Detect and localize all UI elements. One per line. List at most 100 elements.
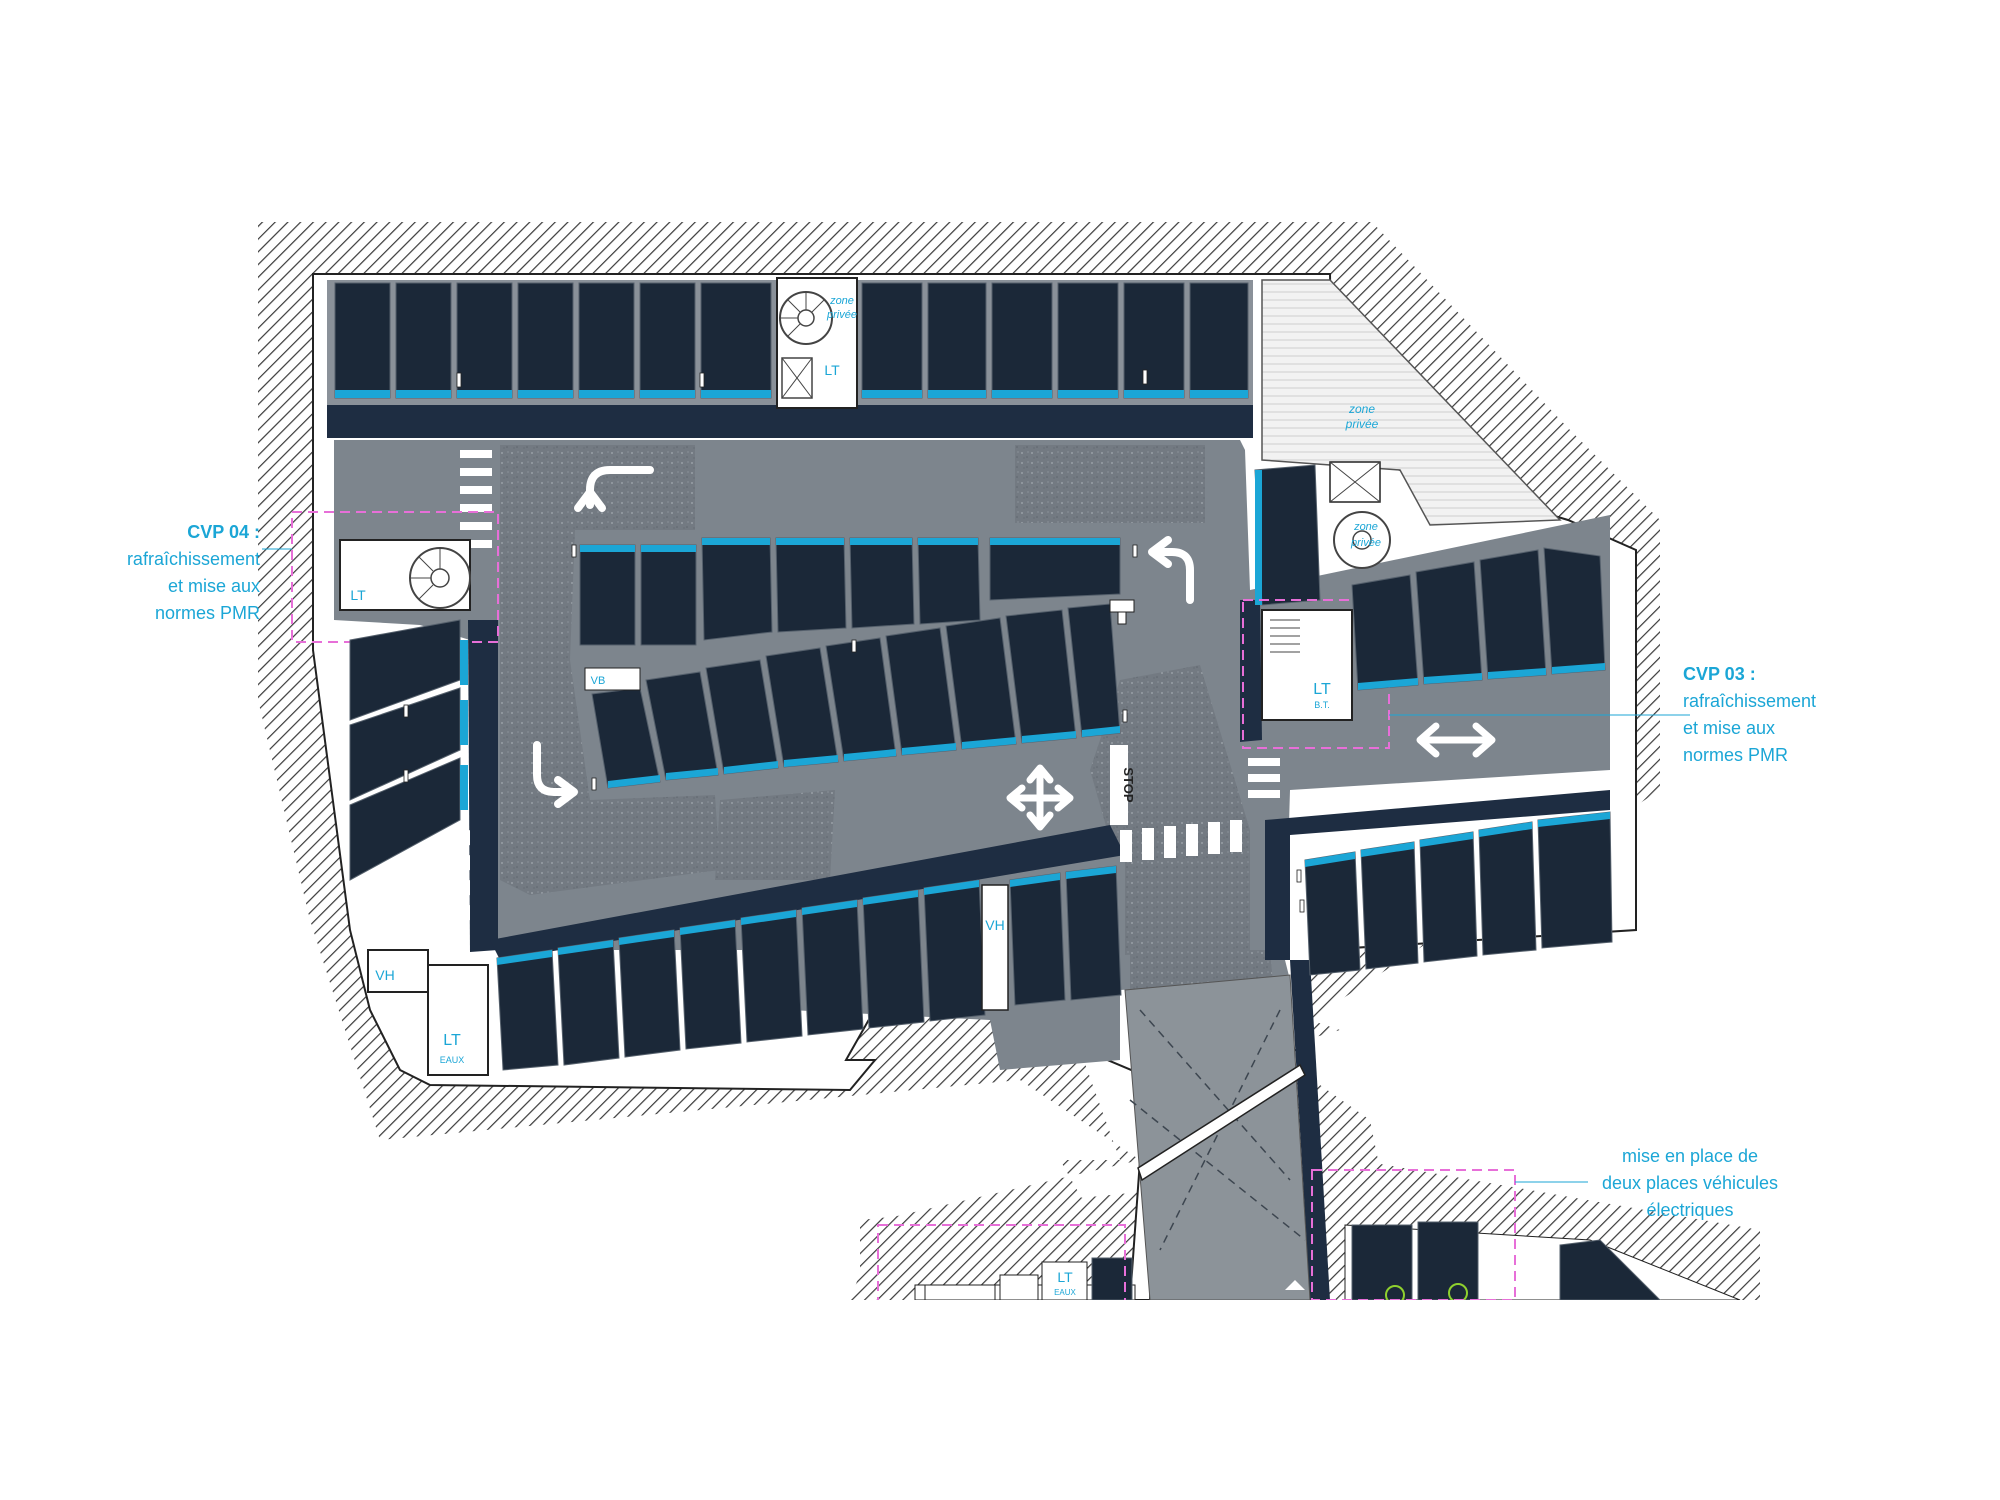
bottom-row-stalls: VH xyxy=(496,865,1122,1071)
parking-stall xyxy=(557,939,620,1066)
parking-stall xyxy=(1543,547,1606,675)
lower-left-boundary xyxy=(877,1224,1126,1316)
turn-left-arrow-icon-right xyxy=(1148,536,1194,604)
island-top-stalls xyxy=(579,537,1121,646)
top-lane xyxy=(327,405,1253,438)
lane-left xyxy=(468,620,498,952)
crosswalk-right xyxy=(1248,758,1280,798)
parking-stall xyxy=(861,282,923,399)
parking-stall xyxy=(775,537,847,633)
parking-stall xyxy=(991,282,1053,399)
ev-annotation: mise en place de deux places véhicules é… xyxy=(1580,1143,1800,1224)
parking-stall xyxy=(456,282,513,399)
cvp03-line-1: rafraîchissement xyxy=(1683,691,1817,711)
crosswalk-top-left xyxy=(460,450,492,548)
parking-stall xyxy=(917,537,981,625)
bottom-left-rooms: VH LT EAUX xyxy=(367,949,489,1076)
parking-stall xyxy=(1351,1224,1413,1301)
right-block: zone privée LT B.T. xyxy=(1254,461,1391,721)
ev-line-2: deux places véhicules xyxy=(1601,1173,1779,1193)
top-row-stalls xyxy=(334,282,1249,399)
ev-line-3: électriques xyxy=(1646,1200,1734,1220)
parking-stall xyxy=(618,929,681,1058)
cvp04-line-1: rafraîchissement xyxy=(126,549,260,569)
ev-line-1: mise en place de xyxy=(1621,1146,1759,1166)
zone-privee-right-text-1: zone xyxy=(1348,402,1375,416)
lt-label-left: LT xyxy=(350,587,366,603)
parking-stall xyxy=(679,919,742,1050)
left-angled-stalls xyxy=(349,619,468,881)
zone-privee-top-text-2: privée xyxy=(826,309,857,321)
parking-stall xyxy=(989,537,1121,601)
lane-ramp xyxy=(1290,960,1330,1300)
parking-stall xyxy=(1065,865,1122,1001)
parking-stall xyxy=(639,282,696,399)
parking-stall xyxy=(1123,282,1185,399)
cvp04-annotation: CVP 04 : rafraîchissement et mise aux no… xyxy=(108,519,260,627)
parking-stall xyxy=(1091,1257,1133,1301)
lane-bottom xyxy=(490,825,1125,960)
speckled-zone-top-right xyxy=(1015,445,1205,523)
parking-stall xyxy=(1479,549,1547,680)
bottom-right-stalls xyxy=(1304,811,1613,976)
parking-stall xyxy=(578,282,635,399)
cvp04-line-3: normes PMR xyxy=(154,603,260,623)
cvp03-title: CVP 03 : xyxy=(1683,664,1756,684)
parking-stall xyxy=(1189,282,1249,399)
parking-stall xyxy=(1360,841,1419,970)
lt-label-bottom-left: LT xyxy=(443,1032,461,1049)
parking-stall xyxy=(849,537,915,629)
no-parking-hatch xyxy=(370,830,470,955)
zone-privee-stair-text-2: privée xyxy=(1350,537,1381,549)
turn-right-arrow-icon xyxy=(533,741,578,808)
zone-privee-top-text-1: zone xyxy=(829,295,854,307)
double-arrow-icon xyxy=(1416,722,1496,758)
parking-stall xyxy=(496,949,559,1071)
parking-stall xyxy=(740,909,803,1043)
parking-stall xyxy=(1304,851,1361,976)
stop-marking xyxy=(1110,745,1128,825)
parking-stall xyxy=(640,544,697,646)
eaux-label-bottom-left: EAUX xyxy=(440,1055,465,1065)
spiral-stair-icon xyxy=(1333,511,1391,569)
parking-stall xyxy=(1417,1221,1479,1301)
right-angled-stalls xyxy=(1351,547,1606,691)
cvp03-line-3: normes PMR xyxy=(1683,745,1789,765)
four-way-arrow-icon xyxy=(1006,764,1074,831)
parking-stall xyxy=(349,757,461,881)
parking-stall xyxy=(517,282,574,399)
parking-stall xyxy=(1419,831,1478,963)
left-stair-core: LT xyxy=(339,539,471,611)
parking-stall xyxy=(1415,561,1483,685)
parking-stall xyxy=(927,282,987,399)
top-stair-core: zone privée LT xyxy=(776,277,858,409)
lane-right-low xyxy=(1265,790,1610,960)
parking-stall xyxy=(1537,811,1613,949)
lt-label-lower: LT xyxy=(1057,1269,1073,1285)
parking-stall xyxy=(801,899,864,1036)
zone-privee-stair-text-1: zone xyxy=(1353,521,1378,533)
speckled-zone-bottom xyxy=(715,790,835,880)
parking-stall xyxy=(700,282,772,399)
island-bottom-stalls: VB xyxy=(584,599,1135,789)
ramp-divider-wall xyxy=(1137,1063,1306,1182)
parking-stall xyxy=(395,282,452,399)
lane-right-vert xyxy=(1240,600,1262,742)
cvp03-annotation: CVP 03 : rafraîchissement et mise aux no… xyxy=(1683,661,1883,769)
page-cut xyxy=(0,1300,2000,1500)
cvp03-line-2: et mise aux xyxy=(1683,718,1776,738)
speckled-zone-center xyxy=(1090,665,1250,955)
wheel-stops xyxy=(403,369,1305,913)
lt-label-right: LT xyxy=(1313,681,1331,698)
bt-label: B.T. xyxy=(1314,700,1330,710)
lower-level: LT EAUX xyxy=(914,1221,1741,1305)
vb-label: VB xyxy=(591,675,606,687)
zone-privee-right-text-2: privée xyxy=(1345,417,1379,431)
crosswalk-center xyxy=(1120,820,1242,862)
parking-stall xyxy=(1057,282,1119,399)
vh-label-bottom: VH xyxy=(985,917,1004,933)
stop-text: STOP xyxy=(1121,767,1136,802)
parking-stall xyxy=(1254,464,1321,606)
parking-stall xyxy=(334,282,391,399)
